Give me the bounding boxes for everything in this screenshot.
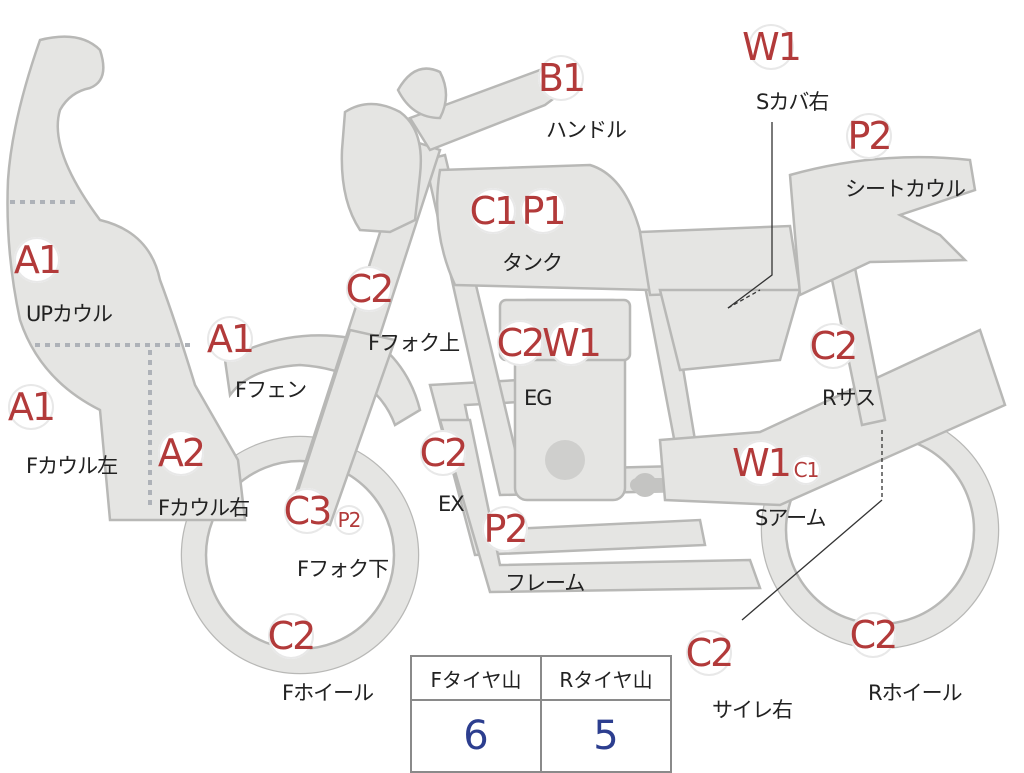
table-header-rear-tire: Rタイヤ山: [540, 655, 672, 701]
code-badge-small: P2: [334, 505, 364, 535]
code-badge: C2: [345, 266, 394, 312]
part-label-frame: フレーム: [505, 571, 585, 595]
part-label-swing-arm: Sアーム: [755, 506, 826, 530]
part-label-f-fender: Fフェン: [235, 378, 307, 402]
exhaust-pipe-lower-shape: [438, 418, 762, 594]
part-label-seat-cowl: シートカウル: [845, 177, 966, 201]
code-badge: A2: [157, 430, 206, 476]
part-label-up-cowl: UPカウル: [26, 302, 113, 326]
code-badge: C2: [685, 630, 734, 676]
code-badge: B1: [537, 55, 586, 101]
part-label-exhaust: EX: [438, 492, 465, 516]
head-part-shape: [340, 102, 422, 234]
tire-tread-table: Fタイヤ山 Rタイヤ山 6 5: [410, 655, 672, 773]
code-badge: W1: [542, 320, 602, 366]
code-badge: A1: [206, 316, 255, 362]
code-badge: C2: [267, 613, 316, 659]
rear-tire-value: 5: [540, 699, 672, 773]
part-label-f-cowl-left: Fカウル左: [26, 454, 118, 478]
table-header-front-tire: Fタイヤ山: [410, 655, 542, 701]
part-label-f-fork-lower: Fフォク下: [297, 557, 389, 581]
code-badge: P2: [482, 506, 529, 552]
code-badge: W1: [732, 440, 792, 486]
code-badge: C2: [419, 430, 468, 476]
part-label-f-cowl-right: Fカウル右: [158, 496, 250, 520]
front-fork-lower-shape: [288, 328, 397, 527]
code-badge: W1: [742, 24, 802, 70]
front-cowl-shape: [6, 35, 247, 522]
front-tire-value: 6: [410, 699, 542, 773]
part-label-tank: タンク: [502, 251, 563, 275]
code-badge: C2: [849, 612, 898, 658]
code-badge: P2: [846, 113, 893, 159]
side-cover-shape: [638, 224, 802, 297]
part-label-f-fork-upper: Fフォク上: [368, 331, 460, 355]
part-label-handle: ハンドル: [546, 118, 627, 142]
part-label-f-wheel: Fホイール: [282, 681, 374, 705]
part-label-r-suspension: Rサス: [822, 386, 876, 410]
code-badge: A1: [13, 237, 62, 283]
part-label-silencer-right: サイレ右: [712, 698, 793, 722]
code-badge: C3: [283, 488, 332, 534]
part-label-r-wheel: Rホイール: [868, 681, 963, 705]
code-badge: P1: [520, 188, 567, 234]
code-badge-small: C1: [791, 455, 821, 485]
code-badge: C2: [496, 320, 545, 366]
seat-cowl-shape: [788, 155, 977, 297]
code-badge: A1: [7, 384, 56, 430]
code-badge: C2: [809, 323, 858, 369]
part-label-side-cover-right: Sカバ右: [756, 90, 829, 114]
code-badge: C1: [469, 188, 518, 234]
tail-lower-shape: [658, 288, 802, 372]
handle-grip-shape: [396, 67, 448, 120]
part-label-engine: EG: [524, 386, 553, 410]
